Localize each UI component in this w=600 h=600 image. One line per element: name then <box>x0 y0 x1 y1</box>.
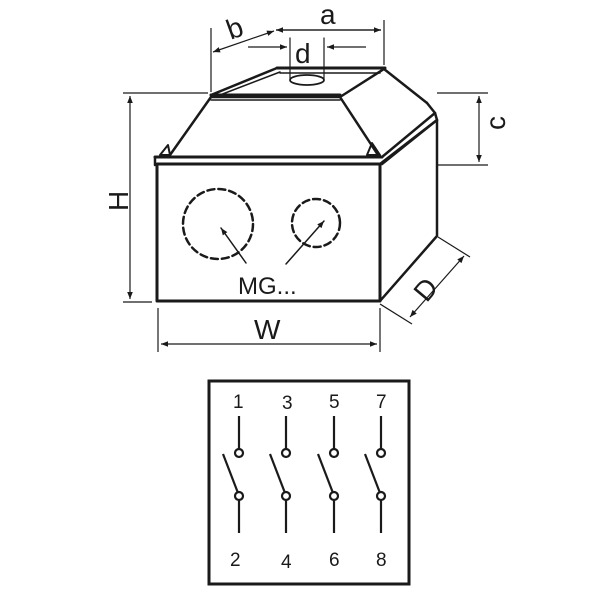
terminal-label-top-4: 7 <box>376 392 387 413</box>
dimension-label-D: D <box>407 272 444 307</box>
terminal-label-bottom-1: 2 <box>230 550 241 571</box>
dimension-label-c: c <box>480 116 511 130</box>
switch-pole-3 <box>316 416 340 533</box>
enclosure-front-face <box>155 162 382 303</box>
dimension-lines <box>123 20 488 352</box>
terminal-label-bottom-3: 6 <box>329 550 340 571</box>
enclosure-hood <box>159 67 437 157</box>
switch-diagram-frame <box>207 379 411 586</box>
dimension-label-b: b <box>222 11 247 45</box>
enclosure-box <box>153 37 439 303</box>
switch-pole-2 <box>268 416 292 533</box>
top-cable-entry <box>289 37 325 86</box>
knockout-small <box>290 197 342 249</box>
knockout-large <box>181 187 255 261</box>
dimension-label-d: d <box>295 38 311 69</box>
knockout-label: MG... <box>238 273 297 300</box>
terminal-label-top-2: 3 <box>282 393 293 414</box>
switch-diagram: 1 3 5 7 2 4 6 8 <box>207 379 411 586</box>
terminal-label-bottom-2: 4 <box>281 552 292 573</box>
dimension-label-W: W <box>254 314 281 345</box>
dimension-label-H: H <box>103 191 134 211</box>
dimension-label-a: a <box>320 0 336 30</box>
switch-pole-4 <box>363 416 387 533</box>
enclosure-side-face <box>378 118 439 303</box>
terminal-label-top-3: 5 <box>329 392 340 413</box>
terminal-label-bottom-4: 8 <box>376 550 387 571</box>
switch-pole-1 <box>221 416 245 533</box>
enclosure-top-flange <box>209 66 387 97</box>
terminal-label-top-1: 1 <box>233 392 244 413</box>
